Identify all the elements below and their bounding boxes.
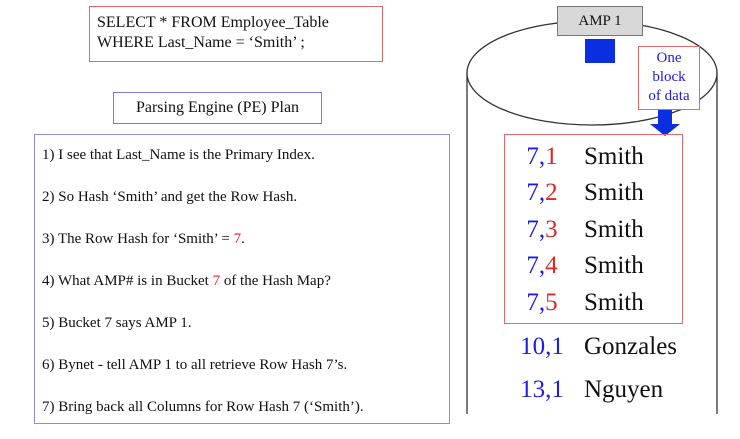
row-name: Smith — [584, 179, 644, 206]
row-name: Smith — [584, 216, 644, 243]
block-of-data-label: One block of data — [638, 46, 700, 110]
sql-line-1: SELECT * FROM Employee_Table — [97, 14, 329, 31]
row-name: Smith — [584, 289, 644, 316]
table-row: 13,1 Nguyen — [500, 372, 700, 408]
table-row: 7,2 Smith — [500, 175, 700, 211]
amp-marker-square — [585, 39, 615, 63]
table-row: 7,5 Smith — [500, 285, 700, 321]
row-hash: 7,2 — [526, 179, 558, 206]
row-name: Smith — [584, 143, 644, 170]
table-row: 7,1 Smith — [500, 139, 700, 175]
row-hash: 7,4 — [526, 252, 558, 279]
sql-query-box: SELECT * FROM Employee_Table WHERE Last_… — [89, 6, 383, 62]
row-hash: 7,1 — [526, 143, 558, 170]
row-name: Gonzales — [584, 333, 678, 360]
cylinder-body — [466, 73, 718, 414]
block-arrow-icon — [650, 110, 680, 136]
pe-plan-steps: 1) I see that Last_Name is the Primary I… — [34, 134, 450, 424]
pe-plan-title: Parsing Engine (PE) Plan — [113, 92, 322, 124]
plan-step: 6) Bynet - tell AMP 1 to all retrieve Ro… — [42, 357, 348, 373]
row-hash: 7,3 — [526, 216, 558, 243]
row-name: Nguyen — [584, 376, 664, 403]
table-row: 7,3 Smith — [500, 212, 700, 248]
plan-step: 1) I see that Last_Name is the Primary I… — [42, 147, 315, 163]
amp-label: AMP 1 — [557, 6, 643, 36]
plan-step: 2) So Hash ‘Smith’ and get the Row Hash. — [42, 189, 298, 205]
row-hash: 7,5 — [526, 289, 558, 316]
plan-step: 3) The Row Hash for ‘Smith’ = 7. — [42, 231, 245, 247]
plan-step: 7) Bring back all Columns for Row Hash 7… — [42, 399, 364, 415]
table-row: 7,4 Smith — [500, 248, 700, 284]
row-hash: 10,1 — [520, 333, 564, 360]
plan-step: 4) What AMP# is in Bucket 7 of the Hash … — [42, 273, 331, 289]
plan-step: 5) Bucket 7 says AMP 1. — [42, 315, 192, 331]
data-block-outline — [504, 134, 683, 324]
row-name: Smith — [584, 252, 644, 279]
table-row: 10,1 Gonzales — [500, 329, 700, 365]
row-hash: 13,1 — [520, 376, 564, 403]
sql-line-2: WHERE Last_Name = ‘Smith’ ; — [97, 34, 305, 51]
